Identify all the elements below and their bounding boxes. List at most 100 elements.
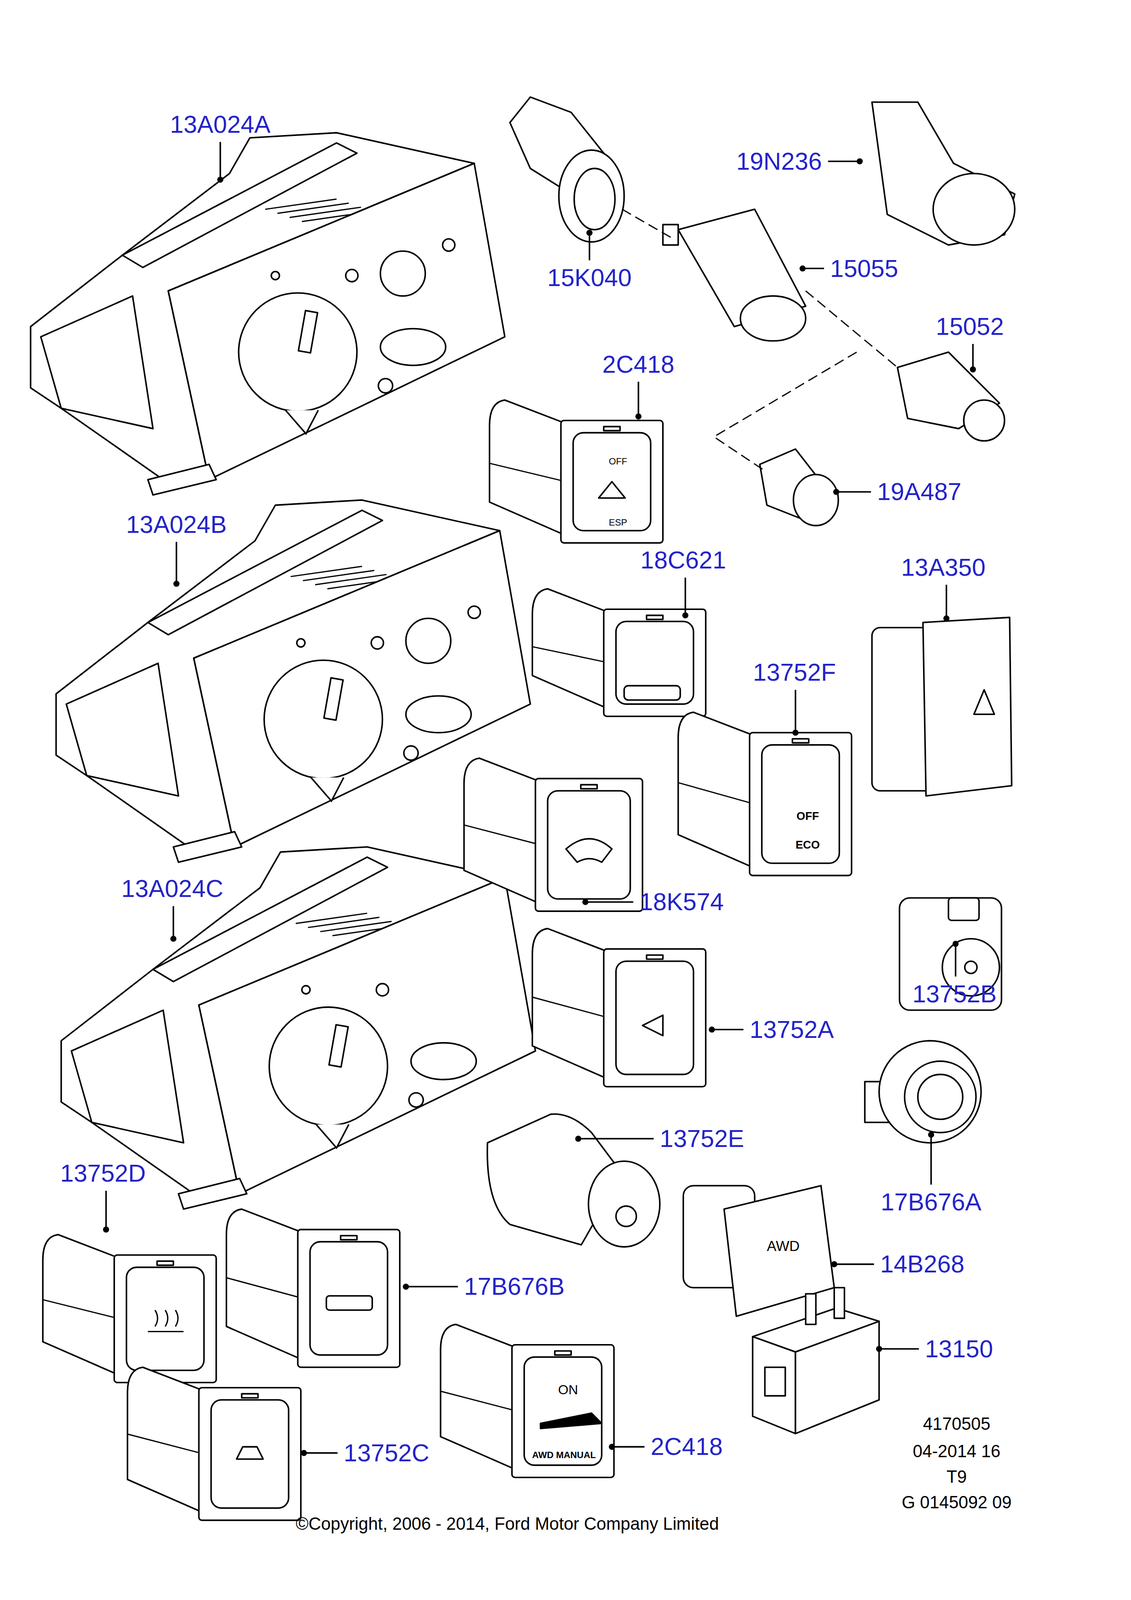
drawing-code: G 0145092 09 [901,1492,1012,1512]
leader-dot [582,898,589,905]
rotary-knob [238,292,357,411]
callout-number: 13A350 [901,553,986,581]
mirror-heat-icon [326,1295,373,1310]
off-symbol [301,985,311,994]
interior-lamp-switch [127,1366,301,1520]
leader-dot [876,1345,882,1352]
leader-dot [635,413,642,420]
assembly-line [805,290,898,368]
knob-indicator [328,1024,348,1067]
leader-dot [173,580,180,587]
callout-number: 19N236 [736,147,822,175]
headlamp-symbol [371,636,384,649]
socket-ring-inner [574,168,615,230]
callout-number: 15K040 [547,264,632,291]
callout-number: 13752B [912,980,997,1007]
fog-lamp-switch [532,928,706,1087]
leader-line [972,343,974,370]
eco-switch [678,711,852,876]
headlamp-switch [61,846,536,1209]
switch-face [603,948,706,1087]
switch-body [226,1208,308,1362]
leveling-wheel [410,1042,477,1080]
switch-face [297,1229,400,1367]
switch-body [440,1323,523,1472]
relay-terminal [764,1366,786,1396]
leader-dot [217,176,224,183]
knob-indicator [298,310,318,353]
assembly-line [713,352,857,470]
off-symbol [271,271,280,280]
relay-pin [805,1293,816,1324]
mount-clip [147,464,217,495]
combo-switch-body [899,897,1002,1010]
switch-marking: OFF [796,809,820,822]
headlamp-switch [30,132,505,495]
switch-button [616,621,694,704]
callout-number: 13752F [752,658,836,686]
vent-slot [290,565,363,576]
fog-symbol [442,238,456,252]
switch-face [114,1254,217,1383]
body-edge [226,1277,303,1298]
indicator-led [646,615,664,620]
switch-marking: ON [558,1381,579,1397]
body-edge [678,782,755,804]
socket-cap-face [793,474,839,526]
knob-grip [311,777,344,801]
hazard-triangle [974,689,995,715]
callout-number: 13752C [343,1438,430,1466]
drawing-code: 4170505 [923,1414,991,1434]
switch-button [310,1241,388,1355]
mirror-control-housing [879,1040,982,1143]
switch-button [761,744,840,863]
off-symbol [296,638,306,647]
body-edge [127,1433,205,1454]
esp-car-icon [598,481,626,499]
switch-body [489,399,571,538]
leader-line [637,381,639,417]
leader-dot [586,229,593,236]
leader-line [954,943,957,977]
lighter-knob [963,399,1005,441]
leader-line [303,1451,338,1453]
heated-mirror-switch [226,1208,400,1367]
switch-face [560,420,664,543]
indicator-led [555,1350,572,1355]
rotary-switch-face [588,1160,660,1247]
leader-line [834,1262,874,1265]
switch-body [42,1234,125,1377]
indicator-led [581,784,598,789]
callout-number: 13A024C [121,874,224,902]
rotary-knob [264,659,383,779]
switch-face [198,1387,301,1521]
assembly-line [622,209,675,240]
leader-dot [402,1282,409,1289]
vent-slot [295,913,368,924]
leader-dot [708,1026,715,1033]
leader-dot [170,935,177,942]
leader-line [794,689,797,733]
power-outlet-body [871,102,1015,245]
leader-line [828,160,860,162]
dimmer-dial [380,250,426,296]
leader-dot [575,1135,582,1142]
leader-line [405,1285,458,1287]
switch-marking: AWD [767,1238,800,1254]
switch-face [603,608,706,716]
switch-button [211,1399,289,1508]
leader-line [612,1445,645,1448]
indicator-led [646,954,664,959]
indicator-led [156,1260,174,1265]
vent-slot [277,202,349,213]
switch-marking: AWD MANUAL [532,1449,597,1460]
leader-line [105,1190,107,1230]
fog-symbol [467,606,481,619]
dome-lamp-icon [236,1446,264,1459]
leader-line [879,1347,919,1349]
switch-button [573,432,651,531]
windscreen-icon [565,838,613,862]
relay-side [752,1336,796,1433]
leader-line [172,905,174,939]
